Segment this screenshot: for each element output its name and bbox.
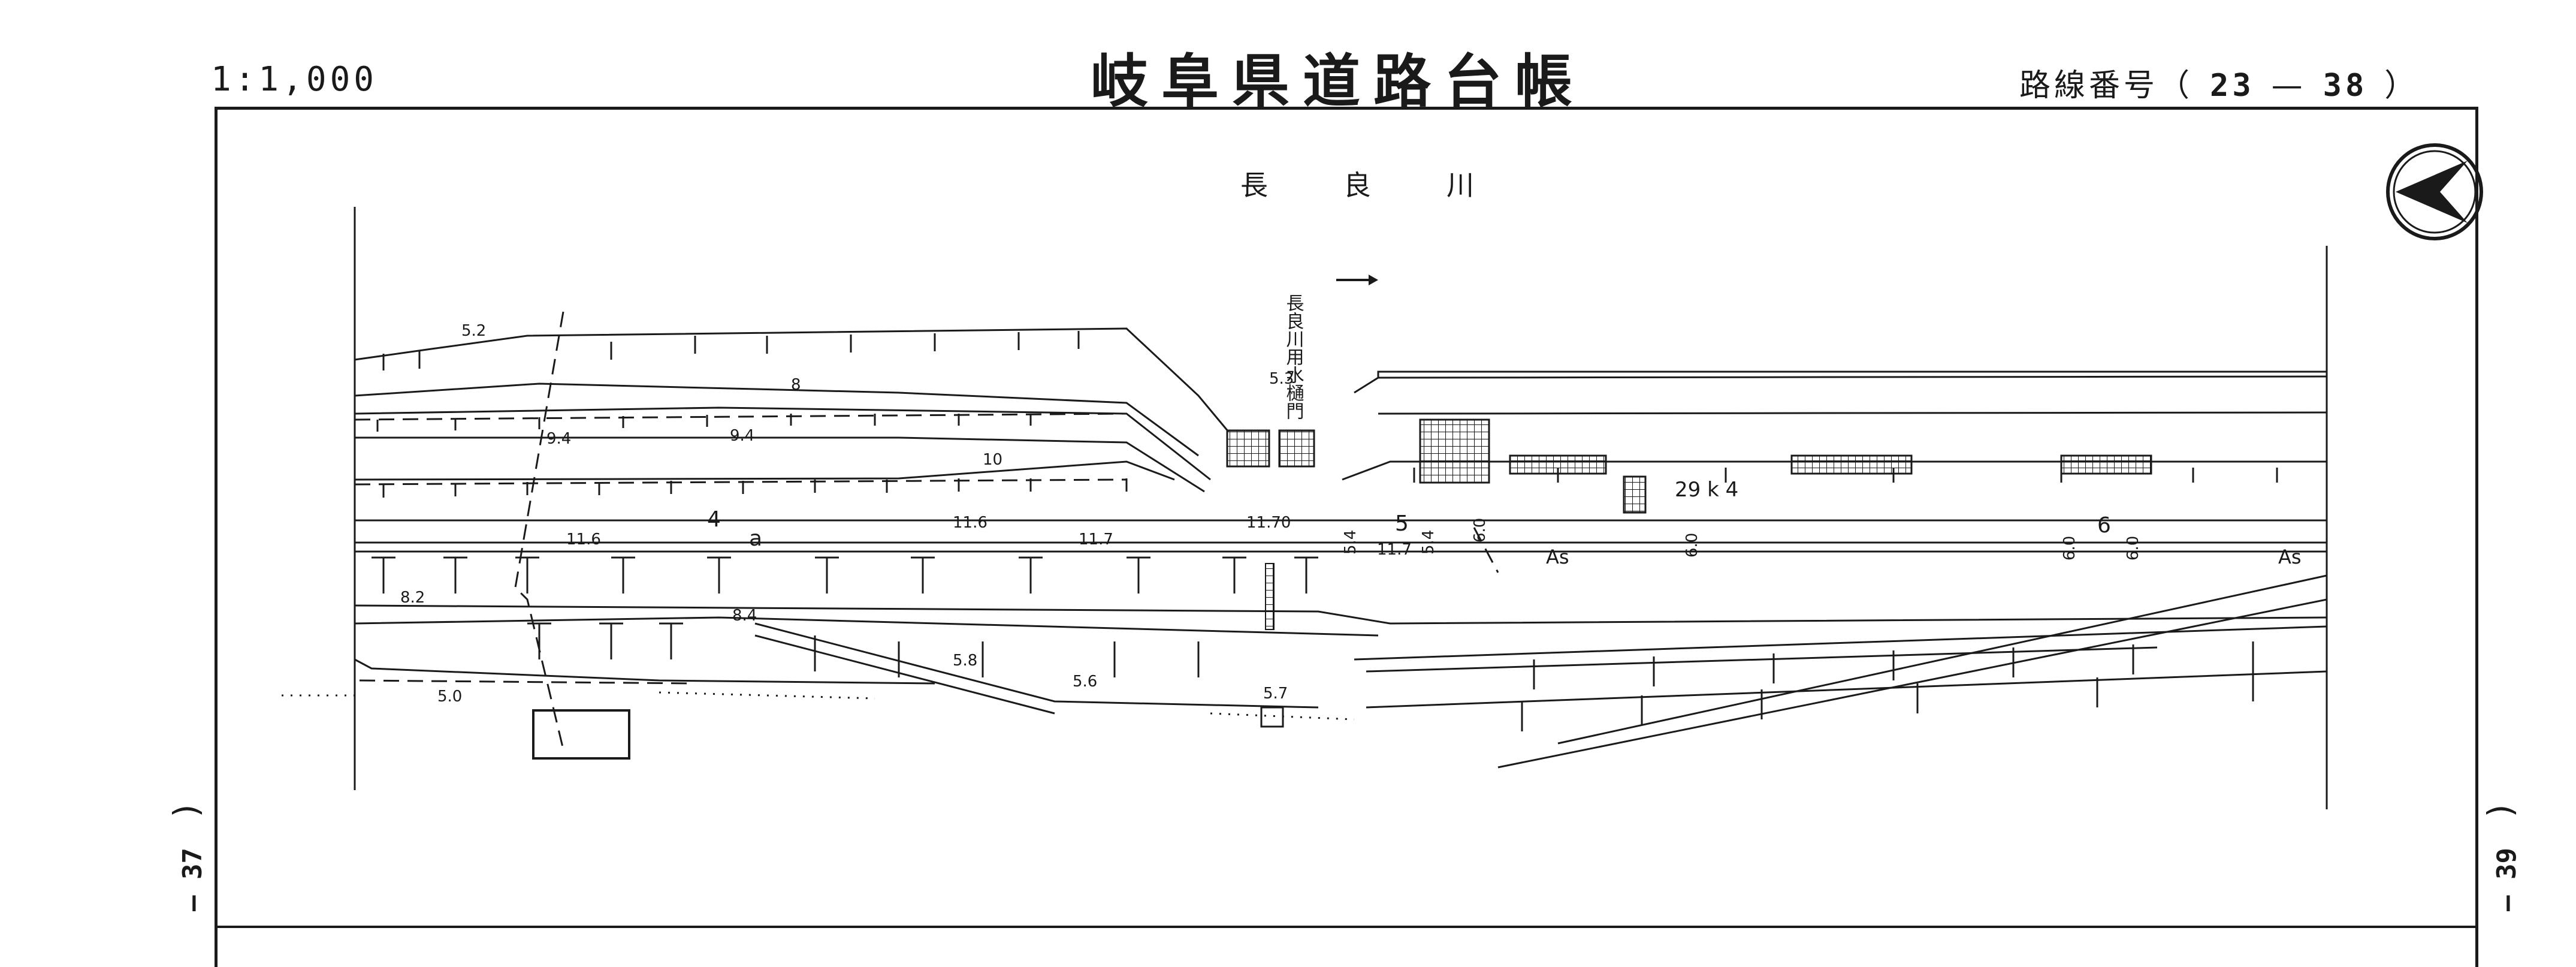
- elevation-label: 11.6: [953, 514, 987, 532]
- width-label: 6.0: [2124, 536, 2142, 561]
- lane-number: 4: [707, 507, 721, 532]
- road-surface-right: As: [2278, 546, 2302, 568]
- elevation-label: 8.2: [400, 589, 425, 607]
- elevation-label: 11.7: [1377, 541, 1412, 559]
- elevation-label: 10: [983, 451, 1002, 469]
- bottom-rule: [215, 926, 2475, 928]
- map-scale: 1:1,000: [211, 60, 378, 99]
- route-number-b: 38: [2323, 68, 2368, 104]
- elevation-label: 9.4: [730, 427, 754, 445]
- facility-name: 長良川用水樋門: [1283, 294, 1304, 420]
- elevation-label: 11.70: [1246, 514, 1291, 532]
- width-label: 5.4: [1342, 530, 1360, 555]
- north-arrow-icon: [2386, 143, 2483, 240]
- lane-number: 5: [1395, 511, 1409, 536]
- page-title: 岐阜県道路台帳: [1091, 48, 1586, 115]
- svg-text:長良川用水樋門: 長良川用水樋門: [1283, 294, 1304, 420]
- route-label: 路線番号（: [2019, 68, 2194, 104]
- elevation-label: 8: [791, 376, 801, 394]
- elevation-label: 8.4: [732, 607, 757, 625]
- lane-letter: a: [749, 526, 762, 551]
- elevation-label: 11.7: [1079, 531, 1113, 549]
- station-label: 29 k 4: [1675, 478, 1738, 502]
- flow-arrow-icon: [1336, 275, 1378, 285]
- road-map-drawing: 長 良 川: [282, 143, 2483, 809]
- route-close: ）: [2384, 68, 2420, 104]
- elevation-label: 5.6: [1073, 673, 1097, 691]
- route-number-a: 23: [2210, 68, 2255, 104]
- road-surface-left: As: [1546, 546, 1569, 568]
- elevation-label: 5.0: [437, 688, 462, 706]
- route-number: 路線番号（ 23 — 38 ）: [2019, 60, 2419, 105]
- map-frame: [215, 107, 2478, 967]
- lane-number: 6: [2097, 513, 2111, 538]
- route-dash: —: [2271, 68, 2306, 104]
- elevation-label: 5.7: [1263, 685, 1288, 703]
- elevation-label: 11.6: [566, 531, 601, 549]
- width-label: 6.0: [1471, 518, 1489, 543]
- map-linework: [354, 327, 2327, 769]
- width-label: 5.4: [1420, 530, 1438, 555]
- river-name: 長 良 川: [1240, 169, 1498, 201]
- elevation-label: 9.4: [546, 430, 571, 448]
- elevation-label: 5.8: [953, 652, 977, 670]
- width-label: 6.0: [2061, 536, 2079, 561]
- slope-ticks: [376, 331, 2278, 731]
- elevation-label: 5.2: [461, 322, 486, 340]
- gate-structure: [1226, 429, 1270, 468]
- width-label: 6.0: [1683, 533, 1701, 558]
- elevation-label: 5.3: [1269, 370, 1294, 388]
